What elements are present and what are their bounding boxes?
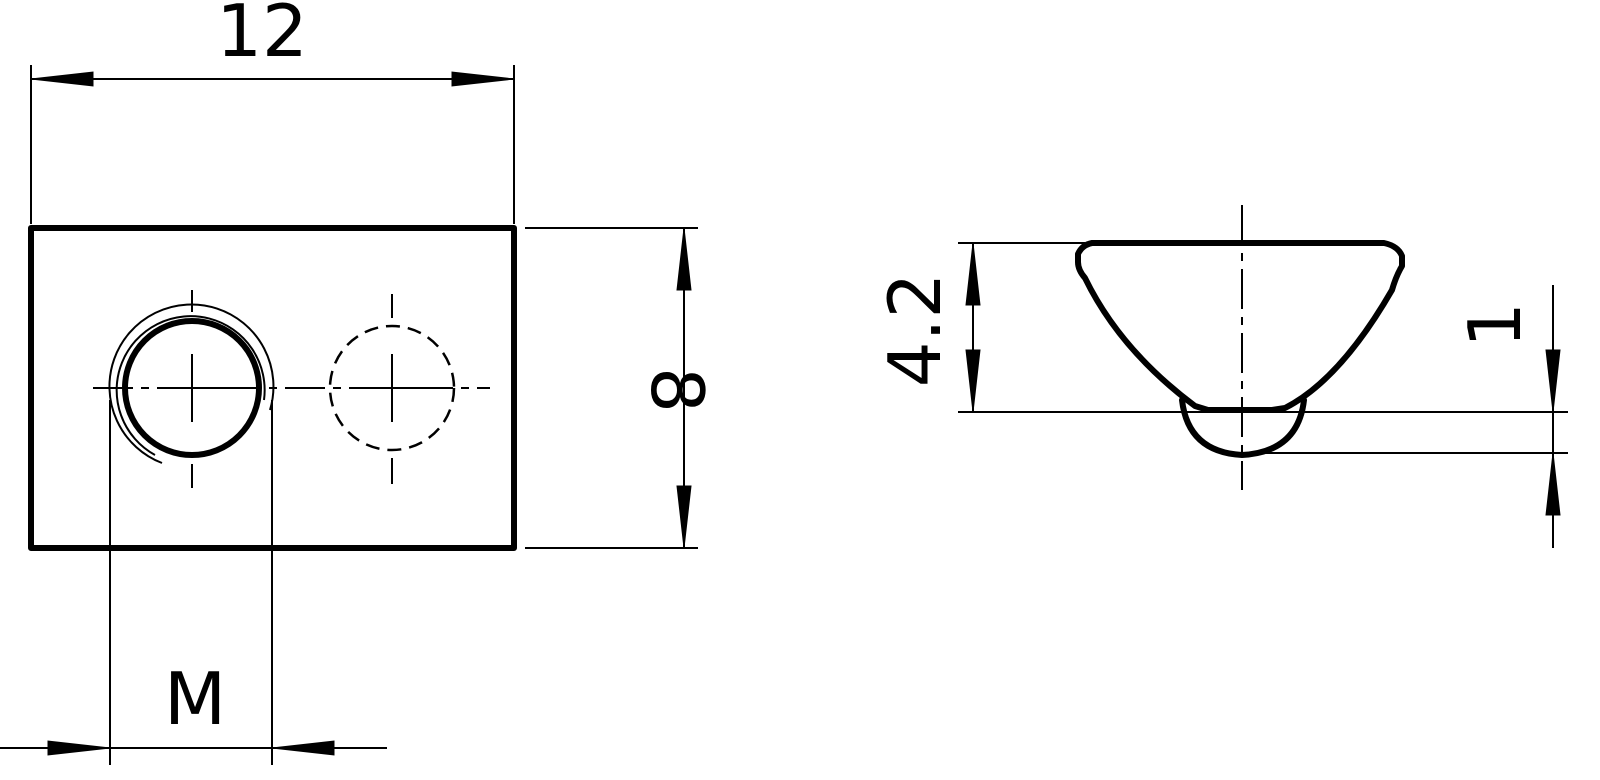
thread-outer-arc-inner (115, 315, 266, 456)
dimension-label-thread: M (164, 657, 226, 741)
dimension-depth: 4.2 (873, 242, 1568, 413)
arrow-bottom (1545, 452, 1561, 516)
arrow-bottom (965, 349, 981, 413)
dimension-width: 12 (30, 0, 515, 224)
arrow-bottom (676, 485, 692, 549)
dimension-label-depth: 4.2 (873, 273, 957, 388)
dimension-offset: 1 (1265, 285, 1568, 548)
dimension-label-offset: 1 (1453, 302, 1537, 348)
arrow-top (1545, 349, 1561, 413)
arrow-left (30, 71, 94, 87)
dimension-label-height: 8 (635, 367, 719, 413)
nut-profile (1075, 240, 1405, 413)
side-view (1075, 205, 1405, 490)
arrow-top (965, 242, 981, 306)
arrow-right (271, 740, 335, 756)
thread-outer-arc (108, 303, 275, 464)
dimension-label-width: 12 (216, 0, 308, 73)
arrow-left (47, 740, 111, 756)
dimension-height: 8 (525, 227, 719, 549)
arrow-right (451, 71, 515, 87)
spring-ball (1179, 397, 1307, 458)
threaded-hole (122, 318, 262, 458)
alternate-hole-hidden (328, 324, 456, 452)
arrow-top (676, 227, 692, 291)
dimension-thread: M (0, 400, 387, 765)
